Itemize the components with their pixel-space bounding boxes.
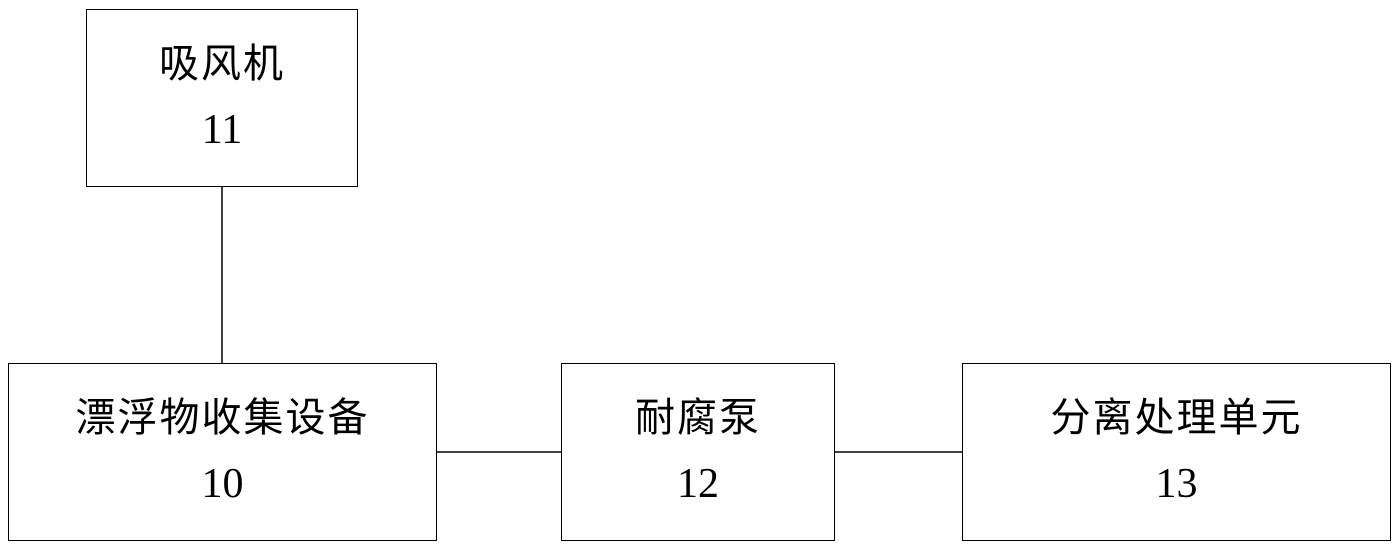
node-suction-fan: 吸风机 11	[86, 9, 358, 187]
node-label: 漂浮物收集设备	[75, 395, 370, 441]
node-number: 13	[1155, 461, 1198, 507]
node-floating-debris-collector: 漂浮物收集设备 10	[8, 363, 437, 541]
node-label: 分离处理单元	[1050, 395, 1303, 441]
node-number: 10	[201, 461, 244, 507]
node-number: 12	[677, 461, 719, 507]
node-label: 吸风机	[159, 41, 285, 87]
node-corrosion-resistant-pump: 耐腐泵 12	[561, 363, 835, 541]
node-number: 11	[201, 107, 243, 153]
node-separation-processing-unit: 分离处理单元 13	[962, 363, 1391, 541]
node-label: 耐腐泵	[635, 395, 761, 441]
